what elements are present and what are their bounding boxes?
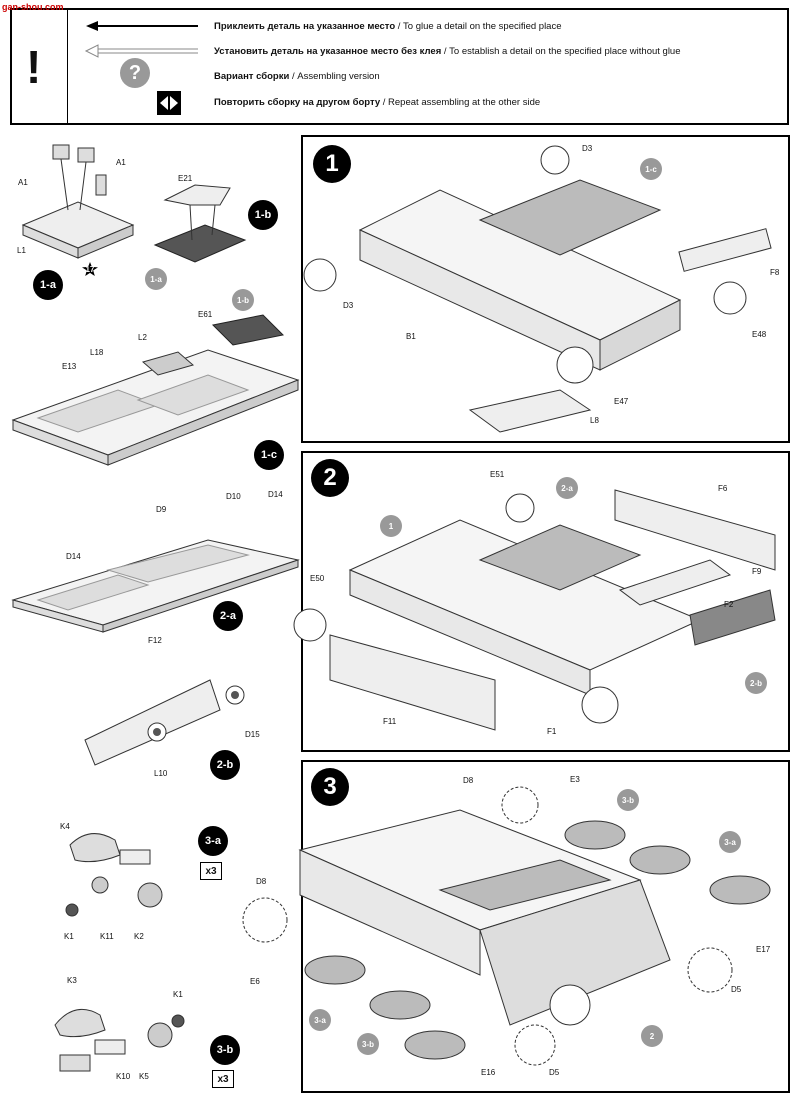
p3-label-E17: E17 bbox=[756, 945, 771, 954]
label-F12: F12 bbox=[148, 636, 162, 645]
subassembly-1a-drawing bbox=[21, 144, 135, 259]
substep-3b: 3-b bbox=[210, 1035, 240, 1065]
p2-label-E51: E51 bbox=[490, 470, 505, 479]
step-2-number: 2 bbox=[311, 459, 349, 497]
p2-label-F1: F1 bbox=[547, 727, 557, 736]
p3-label-D8-top: D8 bbox=[463, 776, 474, 785]
p2-ref-2a: 2-a bbox=[556, 477, 578, 499]
p3-ref-3a-top: 3-a bbox=[719, 831, 741, 853]
label-L10: L10 bbox=[154, 769, 168, 778]
p1-label-D3-left: D3 bbox=[343, 301, 354, 310]
subassembly-2b-drawing bbox=[84, 679, 245, 766]
p2-label-F11: F11 bbox=[383, 717, 397, 726]
p2-label-F6: F6 bbox=[718, 484, 728, 493]
p2-label-F9: F9 bbox=[752, 567, 762, 576]
label-E61: E61 bbox=[198, 310, 213, 319]
p1-label-D3-top: D3 bbox=[582, 144, 593, 153]
label-D10: D10 bbox=[226, 492, 241, 501]
legend-item-version: Вариант сборки / Assembling version bbox=[214, 71, 380, 82]
subassembly-1b-drawing bbox=[153, 184, 247, 263]
watermark: gan-shou.com bbox=[2, 2, 64, 12]
arrow-solid-icon bbox=[86, 21, 198, 31]
p3-label-D5-bottom: D5 bbox=[549, 1068, 560, 1077]
ref-1a-circle: 1-a bbox=[145, 268, 167, 290]
label-K2: K2 bbox=[134, 932, 144, 941]
legend-box bbox=[10, 8, 789, 125]
p3-ref-2: 2 bbox=[641, 1025, 663, 1047]
substep-2a: 2-a bbox=[213, 601, 243, 631]
label-A1-left: A1 bbox=[18, 178, 28, 187]
subassembly-3b-drawing bbox=[54, 1008, 185, 1072]
label-K4: K4 bbox=[60, 822, 70, 831]
p1-label-F8: F8 bbox=[770, 268, 780, 277]
p1-label-E48: E48 bbox=[752, 330, 767, 339]
step-2-hull-drawing bbox=[293, 489, 776, 731]
label-E13: E13 bbox=[62, 362, 77, 371]
flip-arrows-icon bbox=[157, 91, 181, 115]
arrow-hollow-icon bbox=[84, 44, 198, 58]
label-E21: E21 bbox=[178, 174, 193, 183]
p1-label-L8: L8 bbox=[590, 416, 599, 425]
step-3-number: 3 bbox=[311, 768, 349, 806]
substep-3a: 3-a bbox=[198, 826, 228, 856]
p2-label-E50: E50 bbox=[310, 574, 325, 583]
p2-label-F2: F2 bbox=[724, 600, 734, 609]
substep-1c: 1-c bbox=[254, 440, 284, 470]
p3-ref-3b-bottom: 3-b bbox=[357, 1033, 379, 1055]
label-L2: L2 bbox=[138, 333, 147, 342]
label-K3: K3 bbox=[67, 976, 77, 985]
label-K11: K11 bbox=[100, 932, 114, 941]
substep-1b: 1-b bbox=[248, 200, 278, 230]
p3-ref-3a-bottom: 3-a bbox=[309, 1009, 331, 1031]
p3-label-D5-right: D5 bbox=[731, 985, 742, 994]
p3-label-E3: E3 bbox=[570, 775, 580, 784]
p1-label-B1: B1 bbox=[406, 332, 416, 341]
label-L18: L18 bbox=[90, 348, 104, 357]
subassembly-3a-drawing bbox=[65, 833, 163, 917]
subassembly-2a-drawing bbox=[11, 539, 300, 633]
label-D14-left: D14 bbox=[66, 552, 81, 561]
label-K1-bottom: K1 bbox=[173, 990, 183, 999]
label-D14-right: D14 bbox=[268, 490, 283, 499]
step-1-number: 1 bbox=[313, 145, 351, 183]
label-D15: D15 bbox=[245, 730, 260, 739]
label-D9: D9 bbox=[156, 505, 167, 514]
label-L1: L1 bbox=[17, 246, 26, 255]
legend-item-repeat: Повторить сборку на другом борту / Repea… bbox=[214, 97, 541, 108]
multiplier-3b: x3 bbox=[212, 1070, 234, 1088]
p3-label-E6: E6 bbox=[250, 977, 260, 986]
label-K10: K10 bbox=[116, 1072, 131, 1081]
p1-ref-1c: 1-c bbox=[640, 158, 662, 180]
step-3-hull-drawing bbox=[242, 786, 771, 1066]
legend-item-no-glue: Установить деталь на указанное место без… bbox=[214, 46, 681, 57]
step-1-hull-drawing bbox=[303, 145, 772, 433]
substep-1a: 1-a bbox=[33, 270, 63, 300]
ref-1b-circle: 1-b bbox=[232, 289, 254, 311]
p3-label-D8-left: D8 bbox=[256, 877, 267, 886]
exclamation-icon: ! bbox=[26, 41, 42, 93]
p1-label-E47: E47 bbox=[614, 397, 629, 406]
label-K1-top: K1 bbox=[64, 932, 74, 941]
legend-exclamation-cell bbox=[10, 8, 68, 125]
question-icon: ? bbox=[120, 58, 150, 88]
subassembly-1c-drawing bbox=[11, 314, 300, 466]
substep-2b: 2-b bbox=[210, 750, 240, 780]
legend-item-glue: Приклеить деталь на указанное место / To… bbox=[214, 21, 562, 32]
label-A1-right: A1 bbox=[116, 158, 126, 167]
multiplier-3a: x3 bbox=[200, 862, 222, 880]
p2-ref-2b: 2-b bbox=[745, 672, 767, 694]
p3-ref-3b-top: 3-b bbox=[617, 789, 639, 811]
p3-label-E16: E16 bbox=[481, 1068, 496, 1077]
p2-ref-1: 1 bbox=[380, 515, 402, 537]
label-K5: K5 bbox=[139, 1072, 149, 1081]
